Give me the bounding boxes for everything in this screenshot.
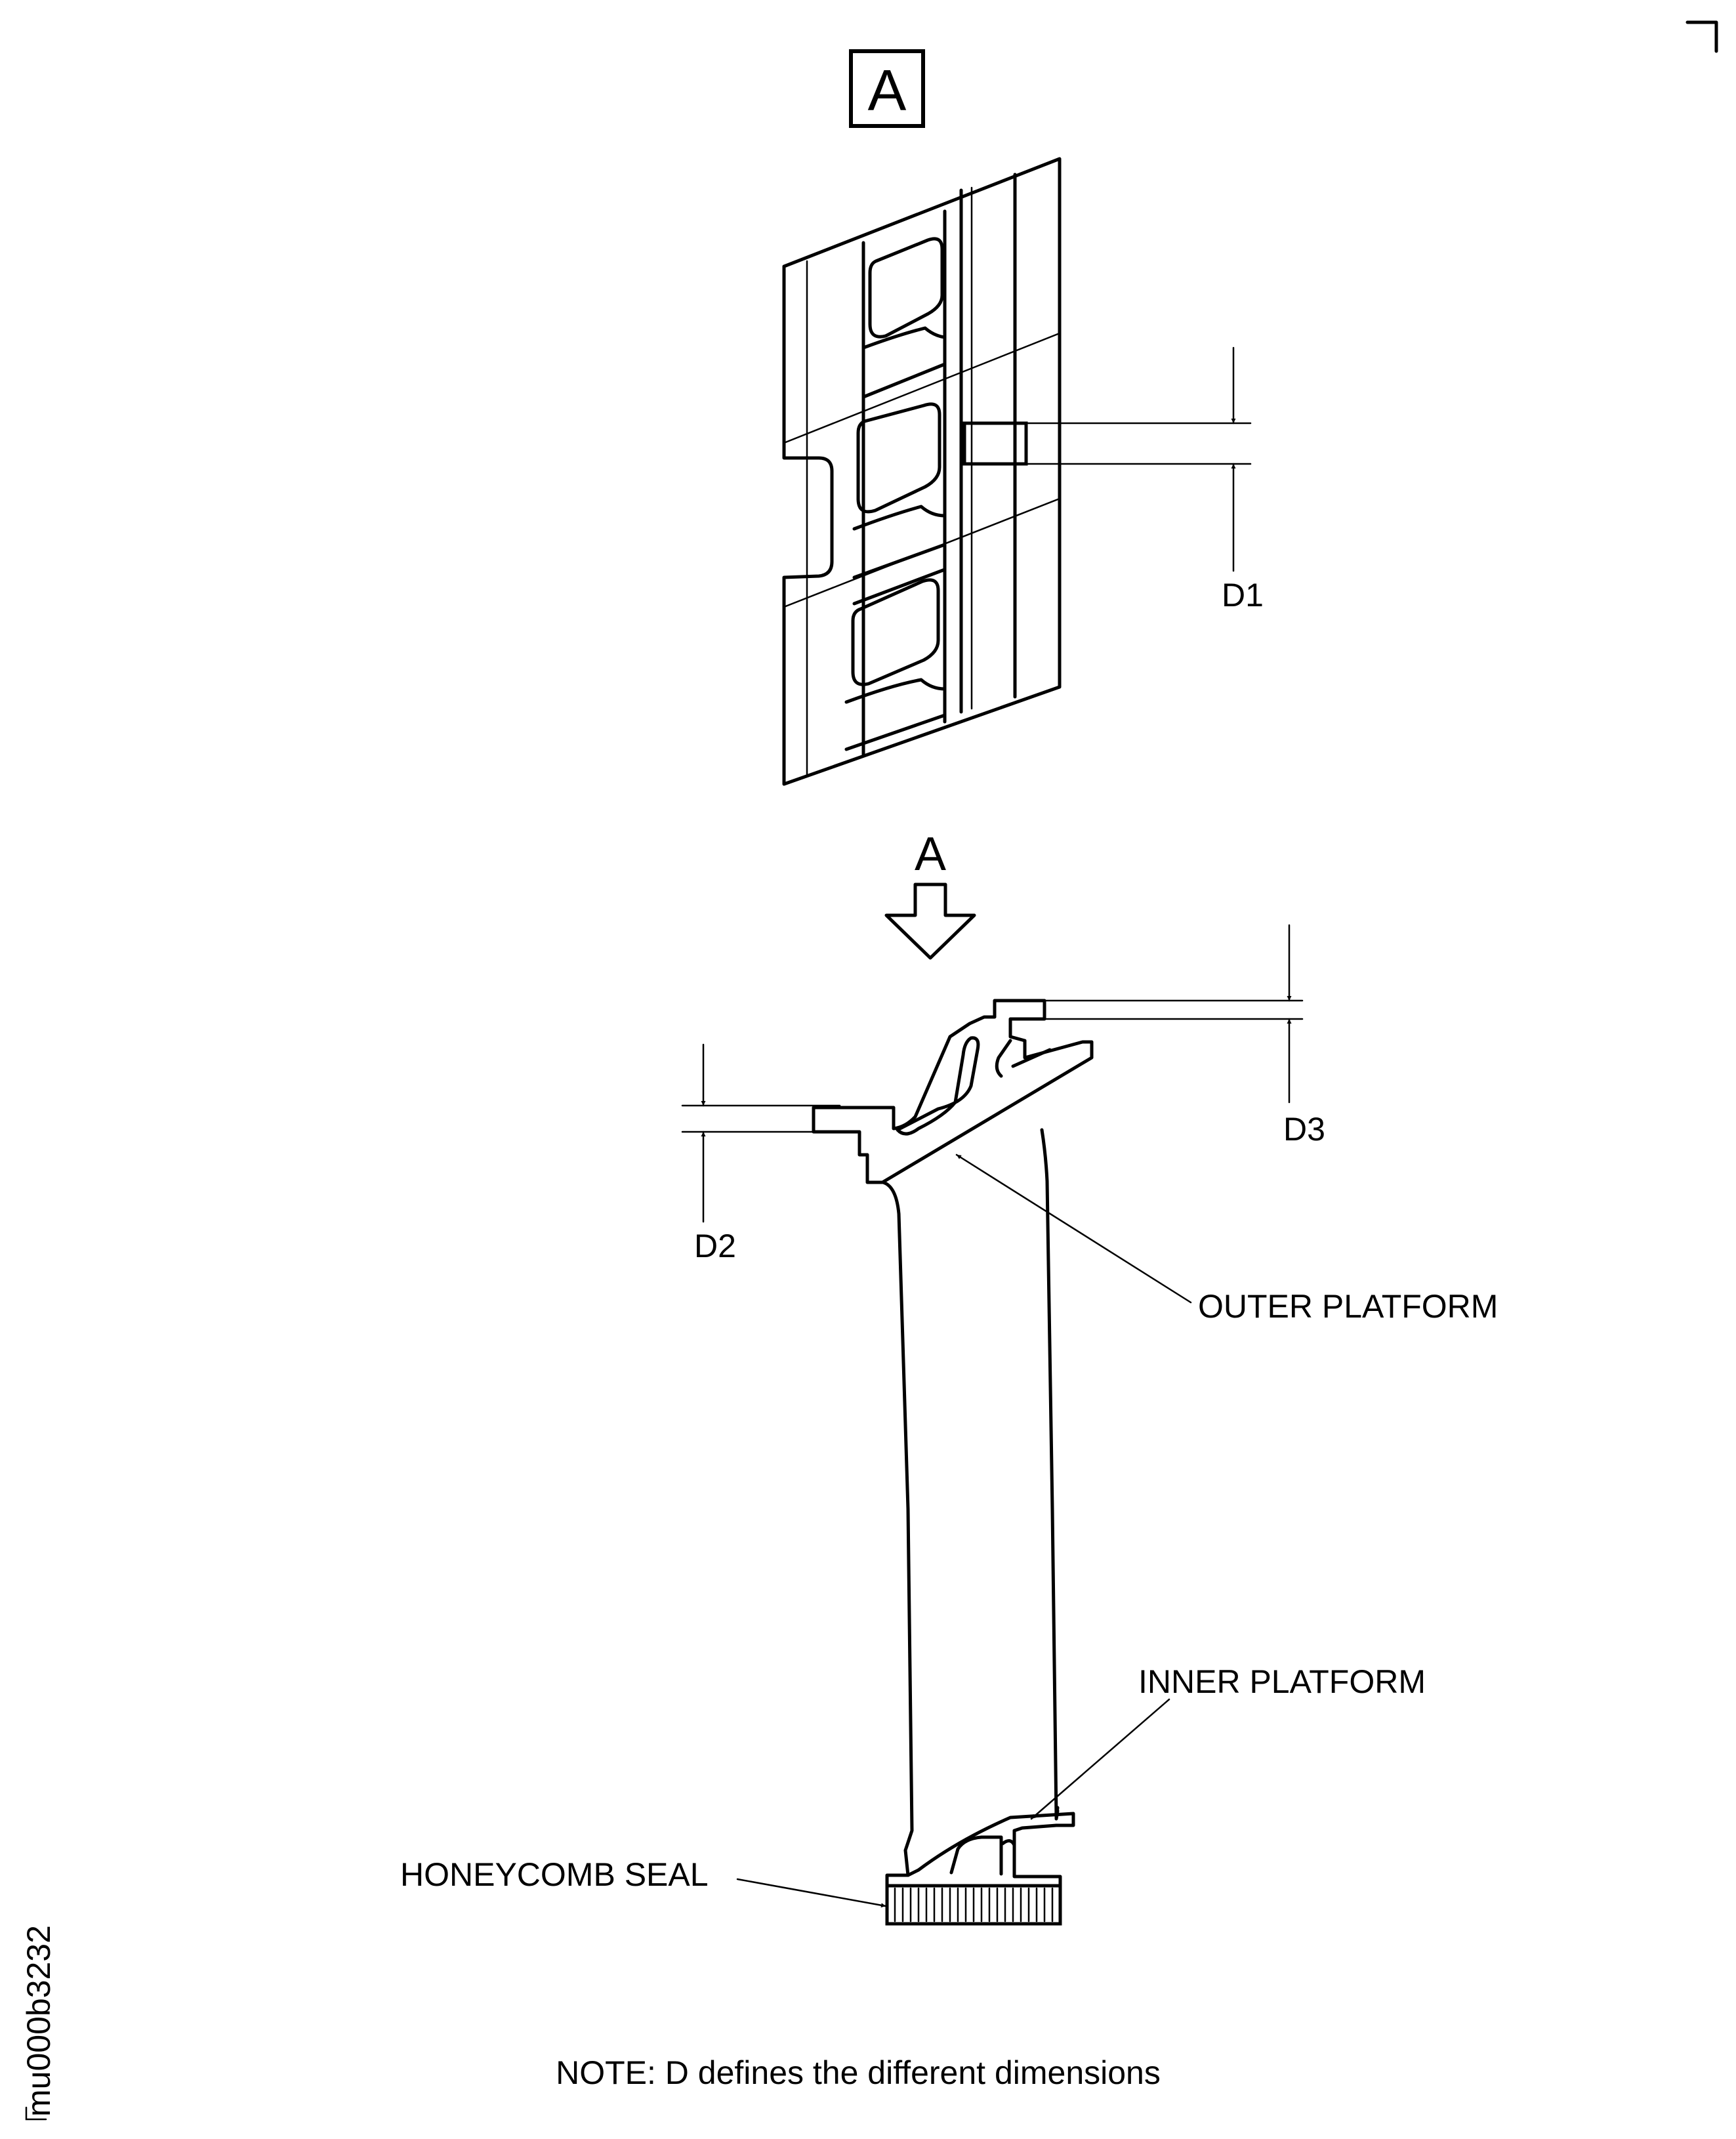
d2-dimension: D2 xyxy=(681,1043,841,1264)
d1-label: D1 xyxy=(1222,577,1264,613)
outer-platform-label: OUTER PLATFORM xyxy=(1198,1288,1498,1325)
inner-platform-detail xyxy=(1001,1839,1016,1876)
outer-platform-detail xyxy=(995,1039,1012,1078)
view-direction-arrow-shape xyxy=(884,883,976,960)
segment-joint-line xyxy=(783,332,1061,444)
figure-id-bracket xyxy=(25,2106,47,2121)
segment-cell xyxy=(852,568,947,606)
inner-platform-label: INNER PLATFORM xyxy=(1138,1663,1426,1700)
honeycomb-seal-cells xyxy=(894,1887,1054,1922)
corner-mark xyxy=(1685,20,1718,53)
view-direction-arrow: A xyxy=(884,828,976,960)
d1-dimension: D1 xyxy=(1025,346,1264,613)
inner-platform-callout: INNER PLATFORM xyxy=(1030,1663,1426,1820)
detail-a-segment-view xyxy=(782,157,1062,786)
d3-label: D3 xyxy=(1283,1111,1325,1148)
inner-platform-detail xyxy=(949,1835,1003,1876)
dimension-note: NOTE: D defines the different dimensions xyxy=(556,2054,1161,2091)
segment-cell xyxy=(856,402,941,514)
view-label-box: A xyxy=(849,49,925,128)
d3-dimension: D3 xyxy=(1043,924,1325,1148)
inner-platform xyxy=(885,1812,1075,1888)
honeycomb-seal-leader xyxy=(736,1878,887,1908)
outer-platform xyxy=(812,999,1094,1184)
airfoil-leading-edge xyxy=(881,1180,914,1877)
segment-cell xyxy=(861,326,947,399)
segment-outline xyxy=(782,157,1062,786)
segment-cell xyxy=(844,678,947,751)
segment-cell xyxy=(851,578,940,686)
figure-id: mu000b3232 xyxy=(20,1925,57,2117)
segment-cell xyxy=(852,505,947,579)
vane-drawing xyxy=(812,999,1094,1926)
view-label-box-text: A xyxy=(868,58,907,123)
outer-platform-detail xyxy=(896,1036,980,1136)
outer-platform-detail xyxy=(1011,1048,1052,1068)
d1-measured-slot xyxy=(962,421,1028,466)
segment-cell xyxy=(868,237,944,339)
honeycomb-seal-callout: HONEYCOMB SEAL xyxy=(400,1856,887,1908)
airfoil-trailing-edge xyxy=(1040,1128,1060,1819)
d2-label: D2 xyxy=(694,1228,736,1264)
view-direction-label: A xyxy=(915,828,946,881)
outer-platform-leader xyxy=(955,1153,1192,1304)
honeycomb-seal xyxy=(885,1884,1062,1926)
outer-platform-callout: OUTER PLATFORM xyxy=(955,1153,1498,1325)
inner-platform-leader xyxy=(1030,1698,1170,1820)
honeycomb-seal-label: HONEYCOMB SEAL xyxy=(400,1856,709,1893)
